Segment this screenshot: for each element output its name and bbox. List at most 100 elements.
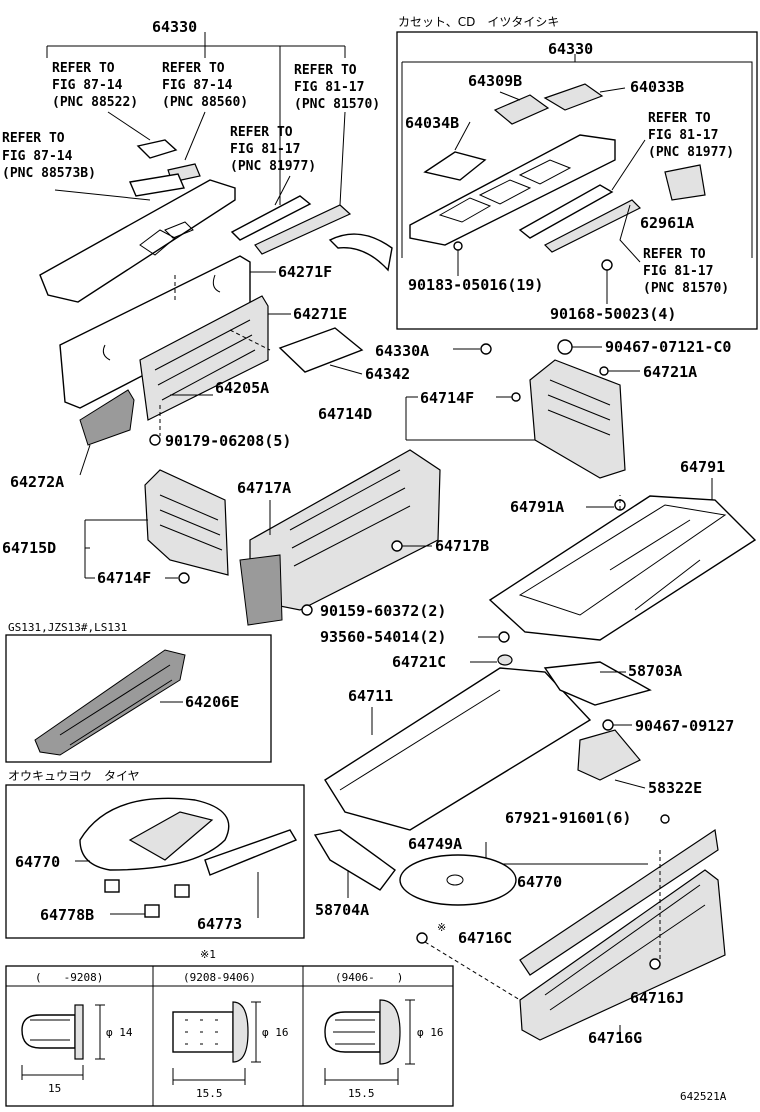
clips-col2-len: 15.5 (196, 1087, 223, 1100)
inset-cd-screw-90168 (601, 259, 613, 271)
package-tray-detail (139, 221, 194, 256)
inset-spare-title: オウキュウヨウ タイヤ (8, 769, 140, 783)
small-lamp-part (136, 139, 178, 159)
ref-88560-line2: FIG 87-14 (162, 78, 233, 93)
clip-64716C (416, 932, 428, 944)
inset-cd-trim-81570 (543, 199, 642, 253)
inset-cd-leaders-top (454, 87, 626, 151)
clips-table (5, 965, 454, 1107)
plate-58703A (543, 661, 652, 706)
plate-58704A (313, 829, 396, 891)
inset-spare-pad-2 (174, 884, 190, 898)
inset-cd-ref-81977-2: FIG 81-17 (648, 128, 718, 143)
ref-88573-line2: FIG 87-14 (2, 149, 73, 164)
label-90467-09127: 90467-09127 (635, 717, 734, 735)
inset-cd-part-64034B (423, 151, 487, 181)
label-64721C: 64721C (392, 653, 446, 671)
clip-64721C (497, 654, 513, 666)
inset-cd-64033B: 64033B (630, 78, 684, 96)
inset-cd-ref-81977-1: REFER TO (648, 111, 711, 126)
inset-spare-well (128, 811, 214, 861)
inset-cd-title: カセット、CD イツタイシキ (398, 15, 559, 29)
panel-64716G (519, 869, 726, 1041)
label-58322E: 58322E (648, 779, 702, 797)
ref-81570-line1: REFER TO (294, 63, 357, 78)
label-64749A: 64749A (408, 835, 462, 853)
floor-board-edge (339, 689, 501, 791)
clip-90467-07121 (557, 339, 573, 355)
inset-cd-64330: 64330 (548, 40, 593, 58)
clip-64716J (649, 958, 661, 970)
panel-64272A (79, 389, 135, 446)
side-trim-64717A-ribs (289, 469, 411, 567)
clips-col3-len: 15.5 (348, 1087, 375, 1100)
side-trim-64715D (144, 469, 229, 576)
inset-spare-64770: 64770 (15, 853, 60, 871)
clip-67921 (660, 814, 670, 824)
label-64714F-b: 64714F (97, 569, 151, 587)
clip-93560 (498, 631, 510, 643)
sheet-64342 (278, 327, 364, 373)
bar-64749A (519, 828, 719, 976)
inset-spare-64773: 64773 (197, 915, 242, 933)
ref-81977-line3: (PNC 81977) (230, 159, 316, 174)
leader-58322E (614, 779, 646, 789)
ref-88560-line3: (PNC 88560) (162, 95, 248, 110)
ref-81977-line2: FIG 81-17 (230, 142, 300, 157)
plate-58322E (577, 729, 641, 781)
inset-gs-frame (5, 634, 272, 763)
leader-64714D (405, 396, 535, 441)
leader-64749A (485, 842, 648, 865)
trim-81977 (230, 195, 312, 241)
panel-64271E-ribs (154, 319, 256, 401)
clip-64714F (511, 392, 521, 402)
inset-cd-screw-90183 (453, 241, 463, 251)
hidden-lines-top (159, 275, 271, 436)
inset-spare-board (204, 829, 298, 876)
label-64721A: 64721A (643, 363, 697, 381)
clips-col2-dia: φ 16 (262, 1026, 289, 1039)
clip-type-1-dims (21, 1004, 105, 1080)
leader-64272A (79, 444, 91, 476)
inset-cd-90168: 90168-50023(4) (550, 305, 676, 323)
inset-gs-64206E: 64206E (185, 693, 239, 711)
clips-title: ※1 (200, 948, 216, 961)
inset-cd-90183: 90183-05016(19) (408, 276, 543, 294)
label-64716G: 64716G (588, 1029, 642, 1047)
label-64770: 64770 (517, 873, 562, 891)
floor-board-64711 (324, 667, 592, 831)
inset-cd-part-62961A (664, 164, 706, 201)
inset-cd-64034B: 64034B (405, 114, 459, 132)
ref-88573-line1: REFER TO (2, 131, 65, 146)
clips-col1-len: 15 (48, 1082, 61, 1095)
ref-88560-line1: REFER TO (162, 61, 225, 76)
clip-64330A (480, 343, 492, 355)
clips-table-grid (6, 966, 453, 1106)
inset-cd-ref-81570-1: REFER TO (643, 247, 706, 262)
bracket-64717A (239, 554, 283, 626)
panel-64714D-ribs (547, 379, 611, 436)
inset-cd-trim-81977 (518, 184, 614, 239)
clip-type-3-dims (324, 999, 415, 1085)
clip-64721A (599, 366, 609, 376)
mark-note: ※ (437, 921, 446, 934)
package-tray (39, 179, 236, 303)
inset-cd-tray-openings (438, 159, 572, 223)
inset-cd-part-64309B (493, 94, 550, 125)
inset-cd-bracket (401, 54, 753, 258)
label-90467-07121: 90467-07121-C0 (605, 338, 731, 356)
label-90159: 90159-60372(2) (320, 602, 446, 620)
inset-cd-ref-81977-3: (PNC 81977) (648, 145, 734, 160)
clip-64717B (391, 540, 403, 552)
inset-spare-pad-1 (104, 879, 120, 893)
figure-code: 642521A (680, 1090, 727, 1103)
ref-81977-line1: REFER TO (230, 125, 293, 140)
label-64342: 64342 (365, 365, 410, 383)
arrow-part (328, 233, 393, 272)
label-67921: 67921-91601(6) (505, 809, 631, 827)
inset-cd-64309B: 64309B (468, 72, 522, 90)
label-64330: 64330 (152, 18, 197, 36)
label-64717A: 64717A (237, 479, 291, 497)
ref-88522-line3: (PNC 88522) (52, 95, 138, 110)
